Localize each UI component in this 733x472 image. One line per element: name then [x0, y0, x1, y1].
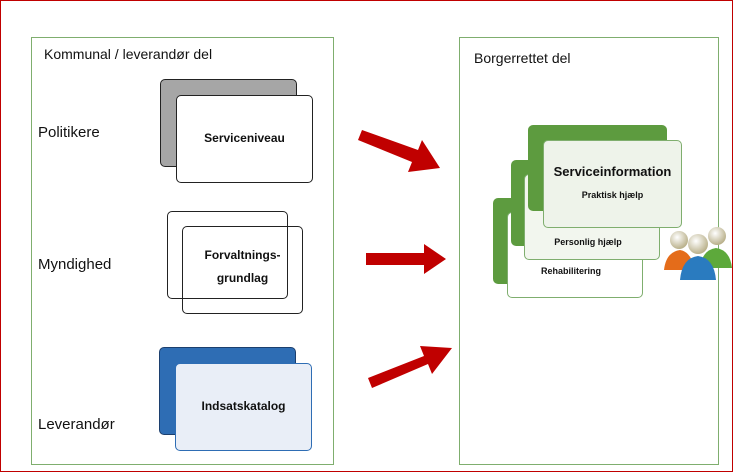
group-of-people-icon	[664, 227, 732, 280]
forvaltningsgrundlag-label-line1: Forvaltnings-	[204, 248, 281, 262]
forvaltningsgrundlag-label-line2: grundlag	[216, 271, 269, 285]
left-panel-title: Kommunal / leverandør del	[44, 46, 213, 62]
arrow-politikere-icon	[358, 130, 440, 172]
serviceinformation-title: Serviceinformation	[553, 164, 672, 179]
praktisk-hjaelp-label: Praktisk hjælp	[581, 190, 644, 200]
forvaltningsgrundlag-box	[182, 226, 303, 314]
row-label-leverandor: Leverandør	[38, 416, 115, 433]
serviceniveau-label: Serviceniveau	[204, 131, 285, 145]
indsatskatalog-box	[175, 363, 312, 451]
right-panel-title: Borgerrettet del	[474, 50, 571, 66]
arrow-myndighed-icon	[366, 244, 446, 274]
serviceniveau-box	[176, 95, 313, 183]
forvaltningsgrundlag-back-box	[167, 211, 288, 299]
rehabilitering-label: Rehabilitering	[540, 266, 601, 276]
personlig-hjaelp-label: Personlig hjælp	[554, 237, 622, 247]
row-label-politikere: Politikere	[38, 124, 100, 141]
indsatskatalog-label: Indsatskatalog	[201, 399, 286, 413]
arrow-leverandor-icon	[368, 346, 452, 388]
row-label-myndighed: Myndighed	[38, 256, 112, 273]
serviceinformation-card	[543, 140, 682, 228]
